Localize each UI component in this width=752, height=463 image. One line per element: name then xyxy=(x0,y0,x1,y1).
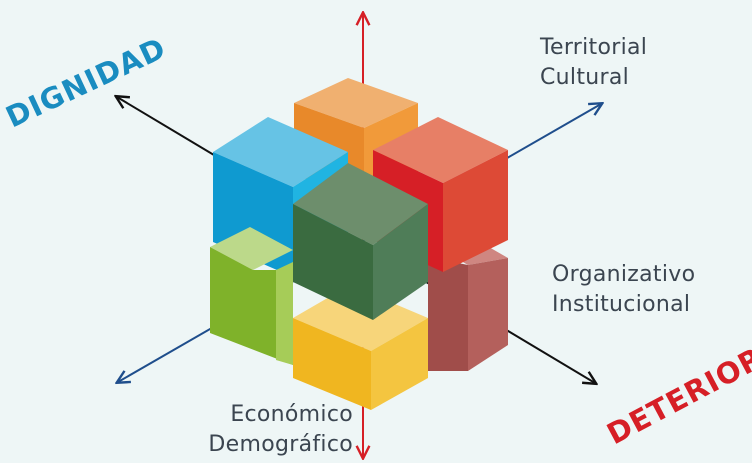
label-economico-demografico: Económico Demográfico xyxy=(173,400,353,460)
cube-green-center xyxy=(293,163,428,320)
label-cultural: Cultural xyxy=(540,65,630,90)
label-economico: Económico xyxy=(230,402,353,427)
label-organizativo-institucional: Organizativo Institucional xyxy=(552,260,695,320)
cube-yellow xyxy=(293,285,428,410)
label-territorial: Territorial xyxy=(540,35,648,60)
cube-lightgreen xyxy=(210,227,293,365)
label-territorial-cultural: Territorial Cultural xyxy=(540,33,647,93)
dignity-word: DIGNIDAD xyxy=(1,31,172,135)
label-demografico: Demográfico xyxy=(208,432,353,457)
label-institucional: Institucional xyxy=(552,292,691,317)
deterioration-word: DETERIORO xyxy=(601,329,752,452)
label-organizativo: Organizativo xyxy=(552,262,696,287)
